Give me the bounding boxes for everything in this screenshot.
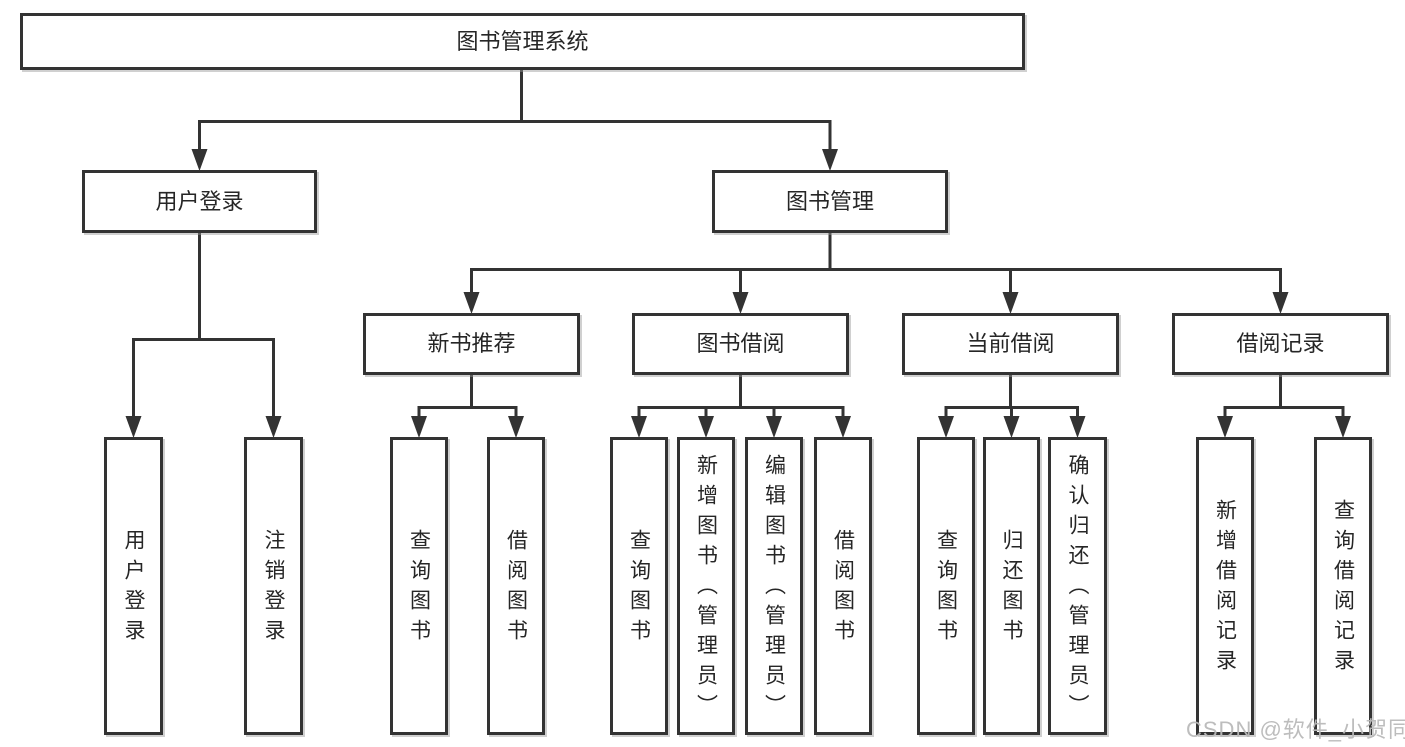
node-book-mgmt-system: 图书管理系统 bbox=[20, 13, 1025, 70]
node-edit-books-admin: 编辑图书（管理员） bbox=[745, 437, 803, 735]
node-user-login: 用户登录 bbox=[104, 437, 163, 735]
node-book-borrow: 图书借阅 bbox=[632, 313, 849, 375]
arrow-down-icon bbox=[732, 292, 749, 314]
node-user-login-branch: 用户登录 bbox=[82, 170, 317, 233]
arrow-down-icon bbox=[1272, 292, 1289, 314]
arrow-down-icon bbox=[698, 416, 714, 438]
node-current-borrow: 当前借阅 bbox=[902, 313, 1119, 375]
node-query-borrow-record: 查询借阅记录 bbox=[1314, 437, 1372, 735]
node-query-books-recommend: 查询图书 bbox=[390, 437, 448, 735]
arrow-down-icon bbox=[766, 416, 782, 438]
arrow-down-icon bbox=[125, 416, 142, 438]
arrow-down-icon bbox=[463, 292, 480, 314]
node-borrow-books: 借阅图书 bbox=[814, 437, 872, 735]
node-borrow-books-recommend: 借阅图书 bbox=[487, 437, 545, 735]
node-new-book-recommend: 新书推荐 bbox=[363, 313, 580, 375]
arrow-down-icon bbox=[631, 416, 647, 438]
node-confirm-return-admin: 确认归还（管理员） bbox=[1048, 437, 1107, 735]
node-logout: 注销登录 bbox=[244, 437, 303, 735]
arrow-down-icon bbox=[822, 149, 838, 171]
node-query-books-current: 查询图书 bbox=[917, 437, 975, 735]
arrow-down-icon bbox=[265, 416, 282, 438]
arrow-down-icon bbox=[1003, 416, 1020, 438]
node-add-borrow-record: 新增借阅记录 bbox=[1196, 437, 1254, 735]
arrow-down-icon bbox=[411, 416, 427, 438]
arrow-down-icon bbox=[1069, 416, 1086, 438]
node-borrow-records: 借阅记录 bbox=[1172, 313, 1389, 375]
node-query-books-borrow: 查询图书 bbox=[610, 437, 668, 735]
arrow-down-icon bbox=[835, 416, 851, 438]
arrow-down-icon bbox=[1335, 416, 1351, 438]
arrow-down-icon bbox=[191, 149, 208, 171]
node-add-books-admin: 新增图书（管理员） bbox=[677, 437, 735, 735]
node-return-books: 归还图书 bbox=[983, 437, 1040, 735]
arrow-down-icon bbox=[508, 416, 524, 438]
watermark: CSDN @软件_小贺同学 bbox=[1186, 717, 1405, 742]
arrow-down-icon bbox=[1002, 292, 1019, 314]
node-book-mgmt-branch: 图书管理 bbox=[712, 170, 948, 233]
arrow-down-icon bbox=[1217, 416, 1233, 438]
arrow-down-icon bbox=[938, 416, 954, 438]
arrowheads bbox=[125, 149, 1351, 438]
